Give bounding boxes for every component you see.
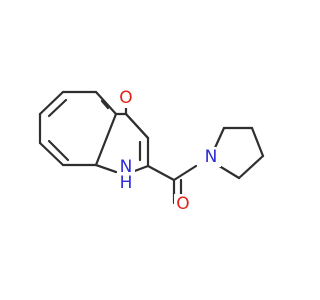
bond-n-cb	[212, 126, 226, 152]
oxygen-top-label: O	[119, 88, 132, 108]
hydrogen-ring-background	[117, 174, 135, 192]
nitrogen-amide-background	[201, 147, 221, 167]
bond-carbonyl-n	[172, 164, 198, 182]
bond-c8a-c8	[38, 141, 65, 167]
oxygen-bottom-label: O	[176, 194, 189, 214]
nitrogen-ring-label: N	[120, 157, 133, 177]
bond-c5-c4a	[94, 90, 118, 116]
nitrogen-amide-label: N	[205, 147, 218, 167]
oxygen-top-background	[117, 88, 135, 108]
bond-cc-cd	[250, 126, 265, 158]
bond-c3-c4-alt	[124, 112, 150, 140]
oxygen-bottom-background	[174, 194, 192, 214]
molecule-structure: O N H N O	[38, 88, 265, 214]
bond-c2-carbonyl	[146, 164, 176, 182]
hydrogen-ring-label: H	[120, 173, 133, 193]
bond-c5-c4a-inner	[100, 99, 110, 110]
bond-c8a-c8-inner	[47, 139, 70, 162]
bond-c7-c6	[38, 90, 65, 116]
nitrogen-ring-background	[117, 158, 135, 176]
bond-n1-c8a-connector	[94, 163, 118, 174]
bond-layer	[38, 90, 265, 205]
atom-layer: O N H N O	[117, 88, 221, 214]
bond-c7-c6-inner	[47, 98, 68, 118]
molecule-canvas: O N H N O	[38, 88, 265, 214]
bond-cd-ce	[237, 154, 265, 180]
bond-c4a-c8a	[94, 112, 118, 167]
